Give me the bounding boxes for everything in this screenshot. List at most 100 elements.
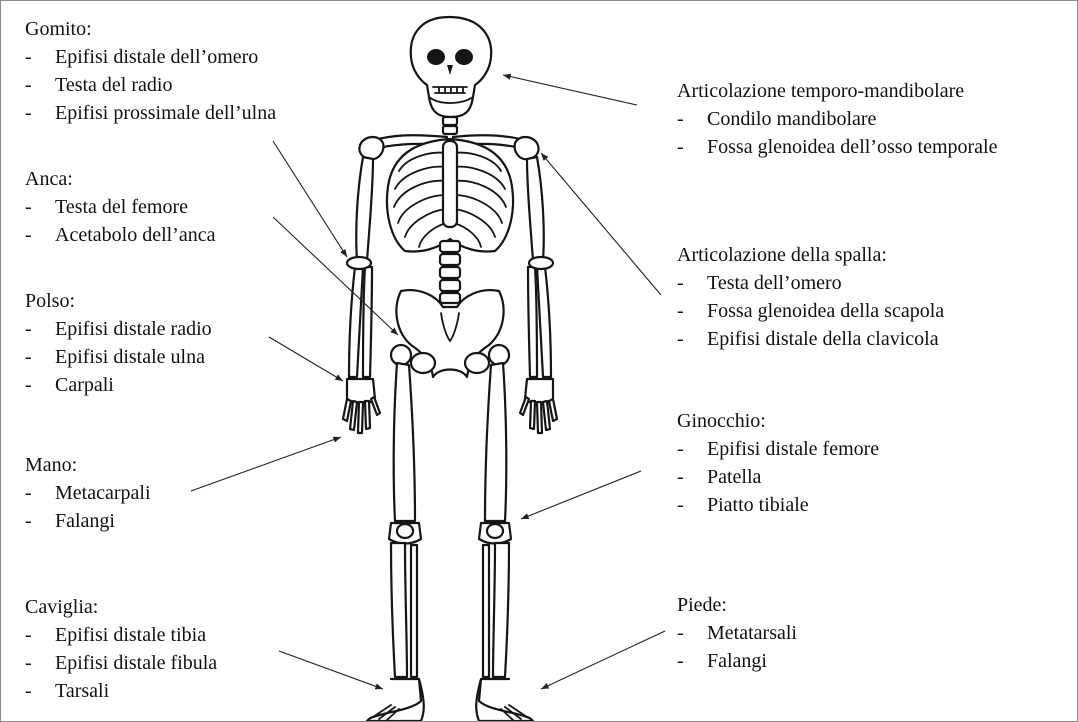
label-group-anca: Anca: -Testa del femore -Acetabolo dell’… (25, 165, 215, 249)
left-arm (347, 157, 373, 377)
item-label: Falangi (707, 647, 767, 675)
item-label: Testa del femore (55, 193, 188, 221)
item-list: -Metacarpali -Falangi (25, 479, 151, 535)
group-title: Anca: (25, 165, 215, 193)
leader-shoulder (541, 153, 661, 295)
item-label: Patella (707, 463, 761, 491)
item-label: Piatto tibiale (707, 491, 809, 519)
item-list: -Epifisi distale radio -Epifisi distale … (25, 315, 212, 399)
rib-cage (387, 139, 513, 252)
item-label: Fossa glenoidea dell’osso temporale (707, 133, 998, 161)
bullet-dash: - (677, 269, 707, 297)
list-item: -Fossa glenoidea della scapola (677, 297, 944, 325)
cervical-spine (443, 117, 457, 134)
left-foot (367, 679, 424, 721)
bullet-dash: - (25, 507, 55, 535)
leader-ankle (279, 651, 383, 689)
group-title: Polso: (25, 287, 212, 315)
label-group-ginocchio: Ginocchio: -Epifisi distale femore -Pate… (677, 407, 879, 519)
item-label: Epifisi distale dell’omero (55, 43, 258, 71)
right-foot (476, 679, 533, 721)
item-label: Acetabolo dell’anca (55, 221, 215, 249)
item-label: Epifisi distale radio (55, 315, 212, 343)
list-item: -Carpali (25, 371, 212, 399)
list-item: -Falangi (677, 647, 797, 675)
list-item: -Epifisi distale fibula (25, 649, 217, 677)
leader-elbow (273, 141, 347, 257)
item-list: -Metatarsali -Falangi (677, 619, 797, 675)
item-label: Condilo mandibolare (707, 105, 876, 133)
list-item: -Epifisi prossimale dell’ulna (25, 99, 276, 127)
leader-foot (541, 631, 665, 689)
label-group-polso: Polso: -Epifisi distale radio -Epifisi d… (25, 287, 212, 399)
group-title: Gomito: (25, 15, 276, 43)
right-hand (520, 379, 557, 433)
bullet-dash: - (25, 649, 55, 677)
bullet-dash: - (677, 297, 707, 325)
item-label: Epifisi distale ulna (55, 343, 205, 371)
bullet-dash: - (677, 325, 707, 353)
bullet-dash: - (25, 99, 55, 127)
item-label: Epifisi distale femore (707, 435, 879, 463)
group-title: Ginocchio: (677, 407, 879, 435)
list-item: -Metatarsali (677, 619, 797, 647)
label-group-temporomandibular: Articolazione temporo-mandibolare -Condi… (677, 77, 998, 161)
group-title: Mano: (25, 451, 151, 479)
list-item: -Condilo mandibolare (677, 105, 998, 133)
bullet-dash: - (25, 193, 55, 221)
group-title: Piede: (677, 591, 797, 619)
item-list: -Epifisi distale dell’omero -Testa del r… (25, 43, 276, 127)
item-label: Metatarsali (707, 619, 797, 647)
bullet-dash: - (25, 479, 55, 507)
item-label: Carpali (55, 371, 114, 399)
list-item: -Epifisi distale femore (677, 435, 879, 463)
left-hand (343, 379, 380, 433)
bullet-dash: - (25, 221, 55, 249)
left-leg (389, 345, 421, 677)
list-item: -Epifisi distale radio (25, 315, 212, 343)
list-item: -Testa dell’omero (677, 269, 944, 297)
list-item: -Epifisi distale tibia (25, 621, 217, 649)
list-item: -Metacarpali (25, 479, 151, 507)
item-list: -Epifisi distale tibia -Epifisi distale … (25, 621, 217, 705)
leader-temporomandibular (503, 75, 637, 105)
bullet-dash: - (25, 621, 55, 649)
leader-hand (191, 437, 341, 491)
bullet-dash: - (25, 315, 55, 343)
bullet-dash: - (25, 371, 55, 399)
bullet-dash: - (25, 343, 55, 371)
item-list: -Epifisi distale femore -Patella -Piatto… (677, 435, 879, 519)
group-title: Articolazione della spalla: (677, 241, 944, 269)
leader-hip (273, 217, 398, 335)
list-item: -Testa del radio (25, 71, 276, 99)
leader-wrist (269, 337, 343, 381)
item-label: Epifisi prossimale dell’ulna (55, 99, 276, 127)
bullet-dash: - (677, 435, 707, 463)
item-list: -Testa del femore -Acetabolo dell’anca (25, 193, 215, 249)
list-item: -Epifisi distale dell’omero (25, 43, 276, 71)
label-group-spalla: Articolazione della spalla: -Testa dell’… (677, 241, 944, 353)
label-group-piede: Piede: -Metatarsali -Falangi (677, 591, 797, 675)
bullet-dash: - (25, 71, 55, 99)
lumbar-spine (440, 241, 460, 303)
list-item: -Epifisi distale della clavicola (677, 325, 944, 353)
list-item: -Falangi (25, 507, 151, 535)
bullet-dash: - (25, 677, 55, 705)
item-label: Tarsali (55, 677, 109, 705)
label-group-caviglia: Caviglia: -Epifisi distale tibia -Epifis… (25, 593, 217, 705)
leader-knee (521, 471, 641, 519)
bullet-dash: - (677, 133, 707, 161)
list-item: -Acetabolo dell’anca (25, 221, 215, 249)
bullet-dash: - (25, 43, 55, 71)
bullet-dash: - (677, 491, 707, 519)
list-item: -Patella (677, 463, 879, 491)
item-label: Testa del radio (55, 71, 172, 99)
item-label: Epifisi distale tibia (55, 621, 206, 649)
list-item: -Piatto tibiale (677, 491, 879, 519)
bullet-dash: - (677, 105, 707, 133)
bullet-dash: - (677, 463, 707, 491)
list-item: -Epifisi distale ulna (25, 343, 212, 371)
list-item: -Testa del femore (25, 193, 215, 221)
group-title: Caviglia: (25, 593, 217, 621)
